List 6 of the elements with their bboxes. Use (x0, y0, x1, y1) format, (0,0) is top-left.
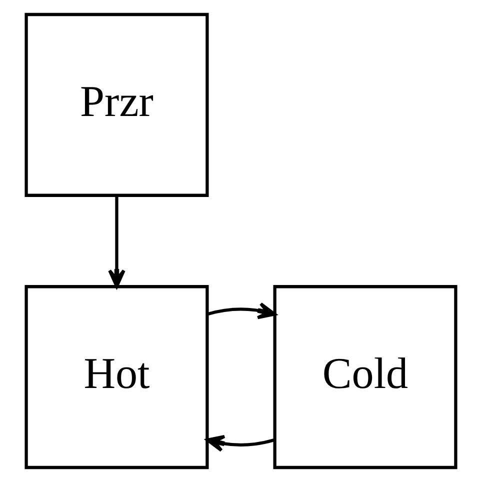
node-box: Hot (24, 285, 209, 470)
arrow (108, 196, 126, 288)
node-box: Przr (24, 12, 209, 197)
arrow (206, 434, 276, 452)
arrow (207, 302, 276, 320)
node-box: Cold (273, 285, 458, 470)
